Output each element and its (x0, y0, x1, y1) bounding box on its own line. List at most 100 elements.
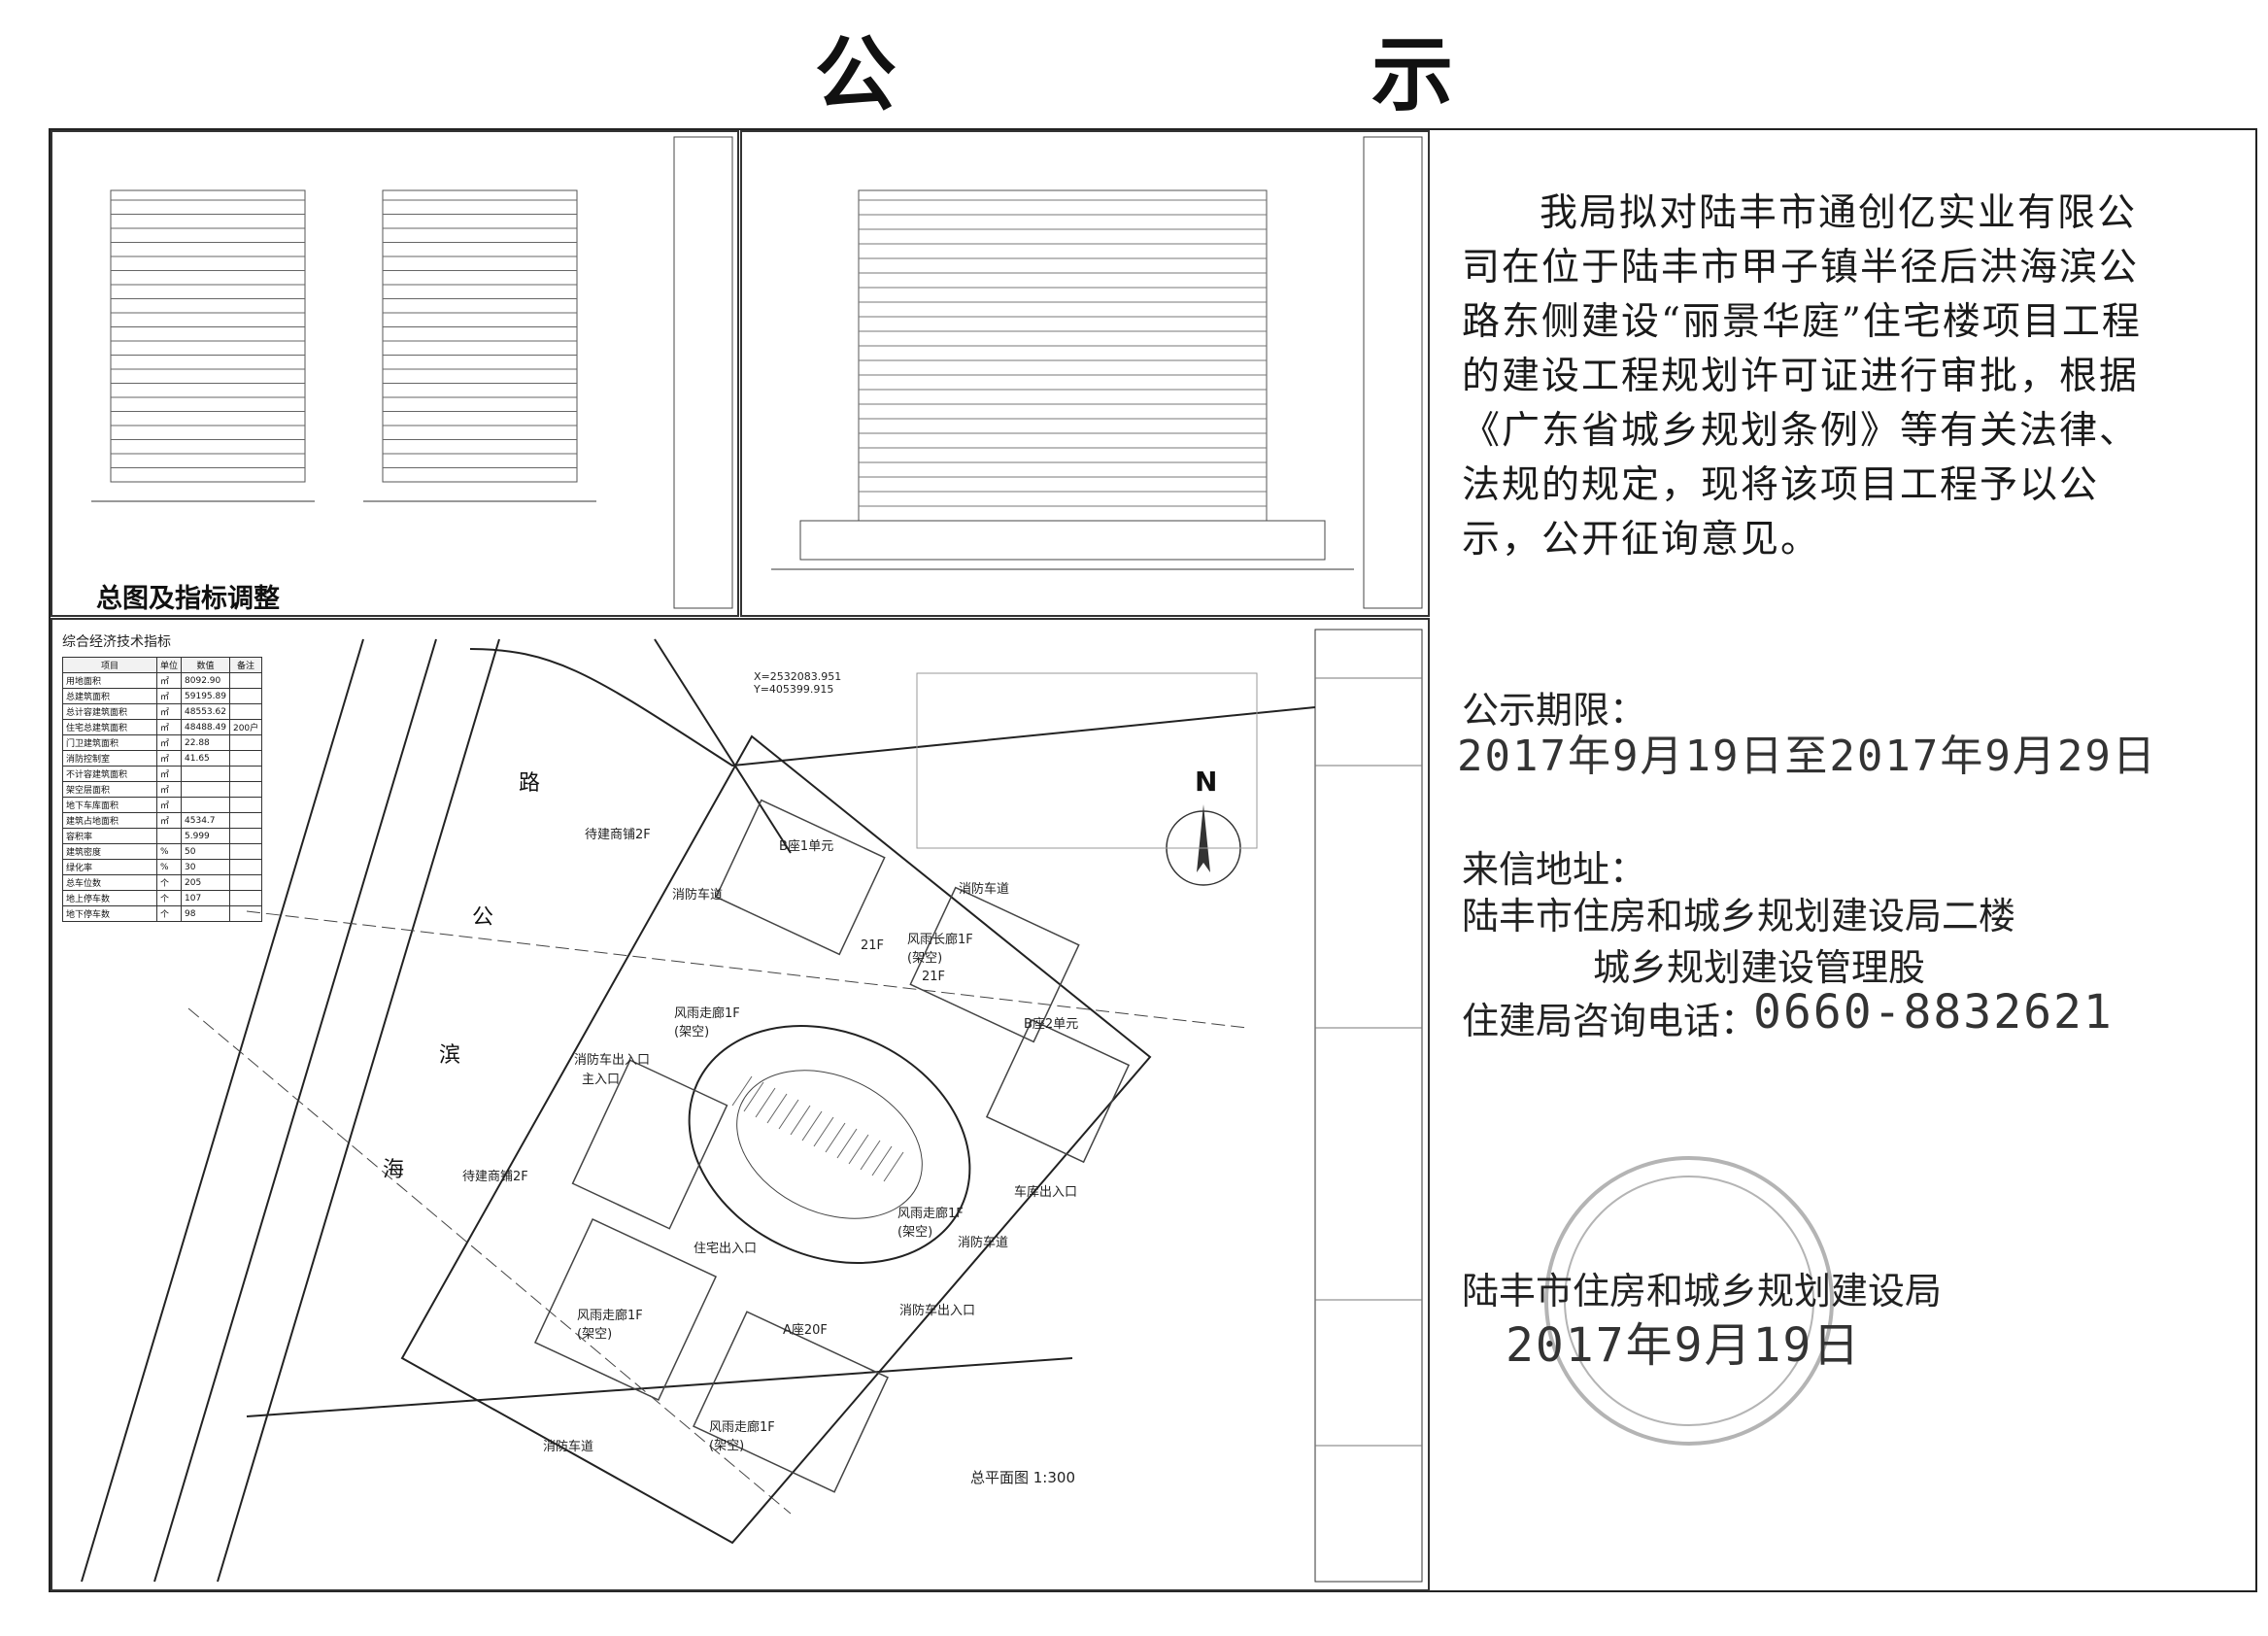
parking-stripe (871, 1145, 893, 1176)
parking-stripe (883, 1151, 904, 1182)
site-plan-svg (81, 629, 1423, 1583)
index-table-cell: 总建筑面积 (62, 688, 157, 704)
index-table-cell: ㎡ (155, 672, 183, 689)
index-table-cell: 48488.49 (181, 719, 230, 735)
index-table-cell: % (155, 843, 183, 860)
index-table-cell: 个 (155, 890, 183, 906)
page-title: 公 示 (814, 27, 1677, 122)
index-table-cell: 住宅总建筑面积 (62, 719, 157, 735)
index-table-cell (228, 828, 263, 844)
signature: 陆丰市住房和城乡规划建设局 (1462, 1270, 1943, 1312)
plan-label: 风雨走廊1F (架空) (577, 1309, 643, 1342)
index-table-title: 综合经济技术指标 (62, 634, 171, 650)
index-table-cell: 绿化率 (62, 859, 157, 875)
index-table-cell: 用地面积 (62, 672, 157, 689)
index-table-header: 单位 (155, 657, 183, 673)
index-table-cell: 4534.7 (181, 812, 230, 829)
index-table-cell: 个 (155, 874, 183, 891)
official-seal (1544, 1156, 1834, 1446)
index-table-cell: ㎡ (155, 781, 183, 798)
elevation-drawing-right (740, 130, 1430, 617)
plan-label: 待建商铺2F (462, 1170, 528, 1184)
index-table-row: 绿化率%30 (62, 859, 263, 875)
index-table-row: 建筑密度%50 (62, 843, 263, 860)
parking-stripe (778, 1099, 799, 1130)
parking-stripe (848, 1134, 869, 1165)
parking-stripe (766, 1093, 788, 1124)
index-table-cell (228, 890, 263, 906)
plan-label: 车库出入口 (1014, 1185, 1078, 1200)
index-table-cell (228, 905, 263, 922)
index-table-cell: 总计容建筑面积 (62, 703, 157, 720)
elevation-drawing-left: 总图及指标调整 (51, 130, 739, 617)
index-table-cell (181, 766, 230, 782)
notice-sheet (49, 128, 2257, 1592)
index-table-cell: 30 (181, 859, 230, 875)
road-char-2: 公 (472, 905, 494, 930)
index-table-cell: ㎡ (155, 766, 183, 782)
index-table-cell: % (155, 859, 183, 875)
parking-stripe (743, 1081, 764, 1112)
period-label: 公示期限： (1462, 689, 1647, 732)
parking-stripe (755, 1087, 776, 1118)
seal-svg (1564, 1176, 1814, 1426)
index-table-cell (228, 734, 263, 751)
index-table-cell: 22.88 (181, 734, 230, 751)
address-label: 来信地址： (1462, 848, 1647, 891)
address-line-2: 城乡规划建设管理股 (1593, 946, 1926, 989)
plan-label: 风雨走廊1F (架空) (709, 1420, 775, 1453)
index-table-cell: 架空层面积 (62, 781, 157, 798)
index-table-cell: 地下车库面积 (62, 797, 157, 813)
index-table-cell (228, 843, 263, 860)
index-table-cell (181, 797, 230, 813)
plan-label: 待建商铺2F (585, 828, 651, 842)
plan-label: 21F (861, 938, 885, 953)
plan-label: 消防车出入口 (574, 1053, 651, 1068)
index-table-cell: ㎡ (155, 719, 183, 735)
parking-stripe (860, 1140, 881, 1171)
index-table-cell (228, 812, 263, 829)
index-table-header: 数值 (181, 657, 230, 673)
index-table-cell: 8092.90 (181, 672, 230, 689)
index-table-cell: 个 (155, 905, 183, 922)
plan-label: 消防车出入口 (899, 1304, 976, 1318)
index-table-cell (228, 874, 263, 891)
index-table-cell: 98 (181, 905, 230, 922)
phone-label: 住建局咨询电话： (1462, 1000, 1758, 1042)
index-table-cell: 总车位数 (62, 874, 157, 891)
index-table-cell: 200户 (228, 719, 263, 735)
drawing-caption: 总图及指标调整 (96, 584, 280, 614)
index-table-cell: 建筑占地面积 (62, 812, 157, 829)
index-table-cell: ㎡ (155, 688, 183, 704)
index-table-cell: 容积率 (62, 828, 157, 844)
plan-label: 主入口 (582, 1073, 621, 1087)
plan-label: B座2单元 (1024, 1017, 1079, 1032)
index-table-cell: ㎡ (155, 812, 183, 829)
index-table-cell: 地上停车数 (62, 890, 157, 906)
plan-label: X=2532083.951 Y=405399.915 (754, 670, 842, 696)
index-table-cell: 41.65 (181, 750, 230, 767)
index-table-cell (155, 828, 183, 844)
index-table-cell: ㎡ (155, 750, 183, 767)
road-char-3: 滨 (439, 1043, 461, 1068)
plan-label: 风雨走廊1F (架空) (897, 1207, 964, 1240)
phone-value: 0660-8832621 (1753, 985, 2114, 1040)
index-table-cell: ㎡ (155, 703, 183, 720)
index-table-header: 项目 (62, 657, 157, 673)
index-table-cell (181, 781, 230, 798)
parking-stripe (836, 1128, 858, 1159)
index-table-cell: ㎡ (155, 797, 183, 813)
index-table-cell (228, 672, 263, 689)
index-table-cell: 205 (181, 874, 230, 891)
elevation-right-svg (771, 136, 1423, 609)
index-table-cell (228, 859, 263, 875)
